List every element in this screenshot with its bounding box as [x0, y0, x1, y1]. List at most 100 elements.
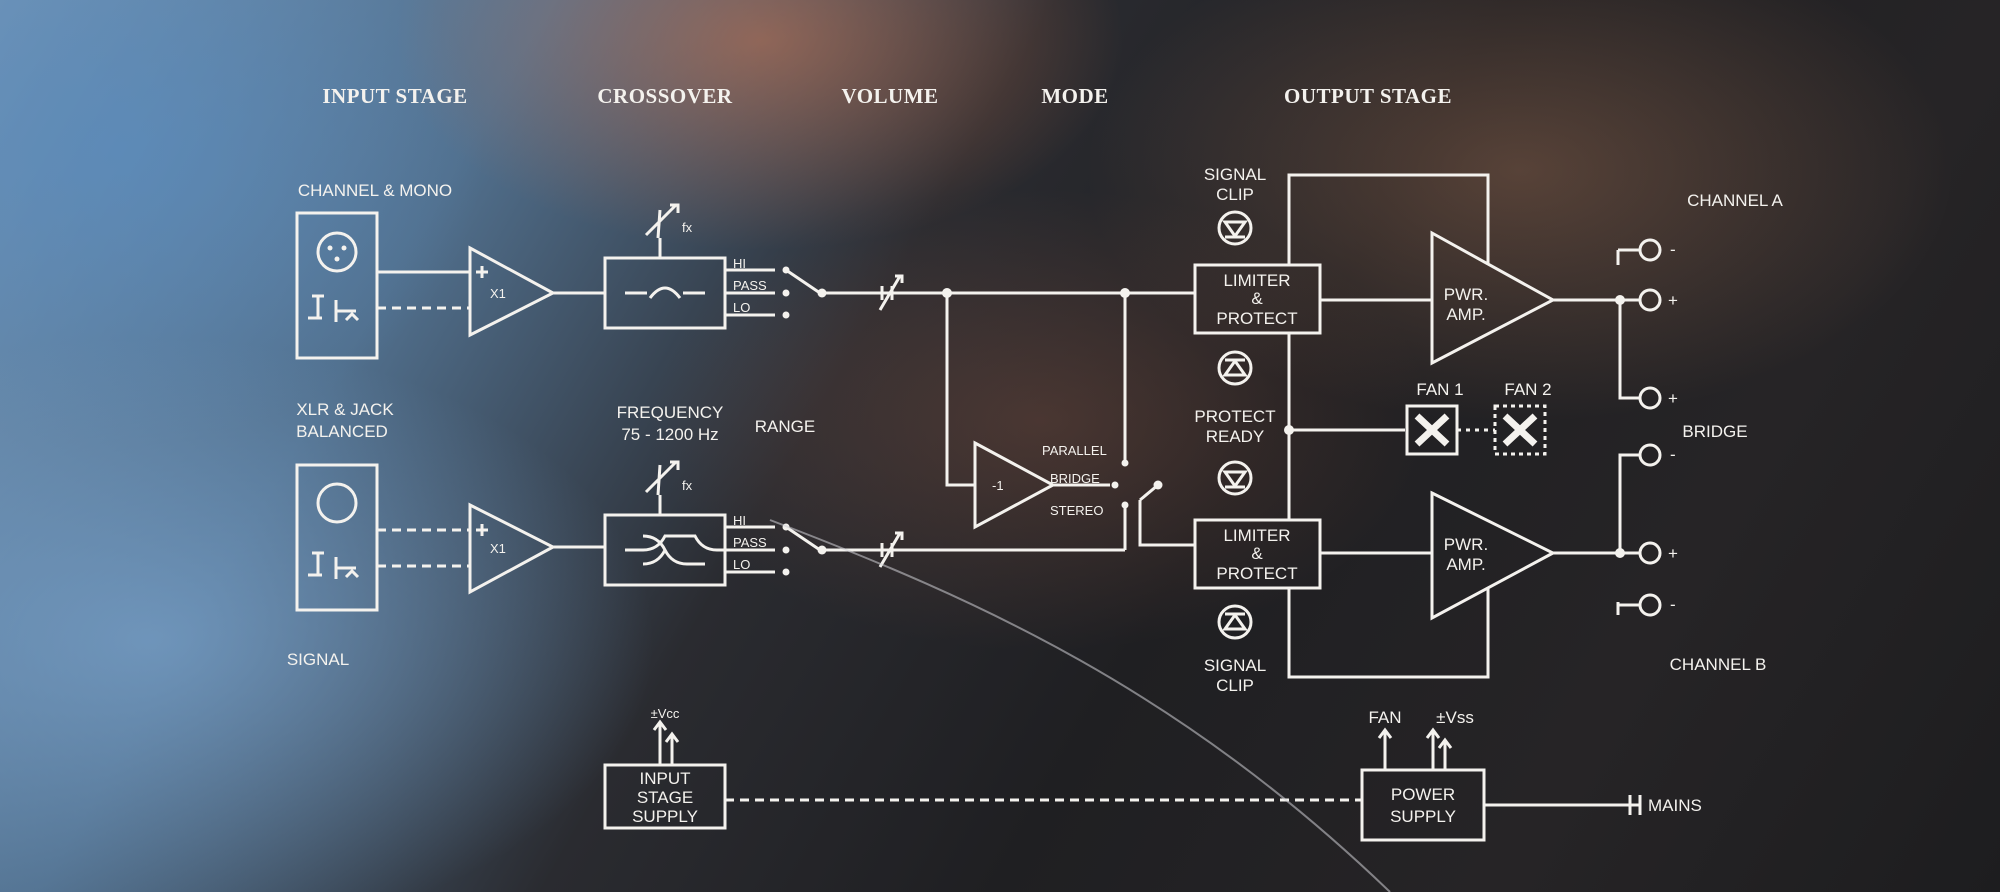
svg-text:PWR.: PWR.: [1444, 285, 1488, 304]
arrows-supply: [1377, 727, 1453, 770]
label-clip-b: CLIP: [1216, 676, 1254, 695]
label-freq-range: 75 - 1200 Hz: [621, 425, 718, 444]
inverter-amp: -1: [973, 440, 1057, 530]
power-amp-b: PWR. AMP.: [1430, 490, 1557, 621]
mains-plug-icon: [1628, 795, 1642, 815]
power-supply: POWER SUPPLY: [1360, 768, 1486, 842]
svg-text:POWER: POWER: [1391, 785, 1455, 804]
svg-text:fx: fx: [682, 478, 693, 493]
terminal-bridge-plus: +: [1638, 386, 1678, 410]
header-input-stage: INPUT STAGE: [322, 84, 467, 108]
terminal-a-plus: +: [1638, 288, 1678, 312]
svg-text:LIMITER: LIMITER: [1223, 526, 1290, 545]
fan2-icon: [1493, 404, 1547, 456]
selector-switch-a: [782, 266, 827, 319]
crossover-pot-a: fx: [644, 203, 693, 239]
surface-scratch: [769, 519, 1391, 892]
svg-text:-: -: [1670, 595, 1676, 614]
svg-text:PROTECT: PROTECT: [1216, 564, 1297, 583]
wire-feedback-a: [1287, 173, 1490, 265]
svg-text:fx: fx: [682, 220, 693, 235]
label-mains: MAINS: [1648, 796, 1702, 815]
wire-out-b-bridge: [1618, 453, 1640, 553]
label-ready: READY: [1206, 427, 1265, 446]
svg-text:AMP.: AMP.: [1446, 305, 1485, 324]
fan1-icon: [1405, 404, 1459, 456]
label-bridge: BRIDGE: [1682, 422, 1747, 441]
svg-text:PWR.: PWR.: [1444, 535, 1488, 554]
svg-text:INPUT: INPUT: [640, 769, 691, 788]
label-signal-b: SIGNAL: [1204, 656, 1266, 675]
label-frequency: FREQUENCY: [617, 403, 724, 422]
label-pass-a: PASS: [733, 278, 767, 293]
wire-xover-b-out: [725, 525, 775, 574]
crossover-filter-a: [603, 256, 727, 330]
terminal-b-minus: -: [1616, 593, 1676, 617]
crossover-pot-b: fx: [644, 460, 693, 496]
label-protect: PROTECT: [1194, 407, 1275, 426]
label-clip-a: CLIP: [1216, 185, 1254, 204]
svg-text:&: &: [1251, 289, 1263, 308]
svg-text:SUPPLY: SUPPLY: [1390, 807, 1456, 826]
label-vcc: ±Vcc: [651, 706, 680, 721]
crossover-filter-b: [603, 513, 727, 587]
label-signal-a: SIGNAL: [1204, 165, 1266, 184]
label-bridge-mode: BRIDGE: [1050, 471, 1100, 486]
volume-pot-a: [878, 274, 904, 311]
label-pass-b: PASS: [733, 535, 767, 550]
input-connector-b: [295, 463, 379, 612]
svg-text:SUPPLY: SUPPLY: [632, 807, 698, 826]
power-amp-a: PWR. AMP.: [1430, 230, 1557, 366]
terminal-bridge-minus: -: [1638, 443, 1676, 467]
label-channel-a: CHANNEL A: [1687, 191, 1783, 210]
svg-text:-1: -1: [992, 478, 1004, 493]
svg-text:X1: X1: [490, 286, 506, 301]
svg-text:AMP.: AMP.: [1446, 555, 1485, 574]
clip-led-a: [1217, 210, 1253, 246]
svg-text:-: -: [1670, 445, 1676, 464]
label-stereo: STEREO: [1050, 503, 1103, 518]
label-vss: ±Vss: [1436, 708, 1474, 727]
svg-text:+: +: [1668, 544, 1678, 563]
header-output-stage: OUTPUT STAGE: [1284, 84, 1452, 108]
label-parallel: PARALLEL: [1042, 443, 1107, 458]
mode-switch: [1111, 288, 1197, 552]
svg-text:PROTECT: PROTECT: [1216, 309, 1297, 328]
selector-switch-b: [782, 523, 827, 576]
svg-text:+: +: [1668, 291, 1678, 310]
label-channel-b: CHANNEL B: [1670, 655, 1767, 674]
volume-pot-b: [878, 531, 904, 568]
label-lo-b: LO: [733, 557, 750, 572]
header-crossover: CROSSOVER: [597, 84, 733, 108]
label-signal: SIGNAL: [287, 650, 349, 669]
svg-text:-: -: [1670, 240, 1676, 259]
buffer-amp-a: X1: [468, 245, 557, 338]
limiter-protect-a: LIMITER & PROTECT: [1193, 263, 1322, 335]
wire-feedback-b: [1287, 588, 1490, 679]
label-hi-a: HI: [733, 256, 746, 271]
protect-led-a: [1217, 350, 1253, 386]
terminal-a-minus: -: [1616, 238, 1676, 265]
label-balanced: BALANCED: [296, 422, 388, 441]
wire-to-inverter: [945, 293, 975, 487]
header-volume: VOLUME: [841, 84, 938, 108]
clip-led-b: [1217, 604, 1253, 640]
terminal-b-plus: +: [1638, 541, 1678, 565]
svg-text:+: +: [1668, 389, 1678, 408]
arrows-vcc: [652, 719, 680, 765]
label-lo-a: LO: [733, 300, 750, 315]
input-connector-a: [295, 211, 379, 360]
wire-out-a-bridge: [1618, 300, 1640, 400]
limiter-protect-b: LIMITER & PROTECT: [1193, 518, 1322, 590]
label-hi-b: HI: [733, 513, 746, 528]
ready-led: [1217, 460, 1253, 496]
svg-text:STAGE: STAGE: [637, 788, 693, 807]
buffer-amp-b: X1: [468, 502, 557, 595]
label-range: RANGE: [755, 417, 815, 436]
label-xlr-jack: XLR & JACK: [296, 400, 394, 419]
label-fan1: FAN 1: [1416, 380, 1463, 399]
label-fan-supply: FAN: [1368, 708, 1401, 727]
svg-text:X1: X1: [490, 541, 506, 556]
